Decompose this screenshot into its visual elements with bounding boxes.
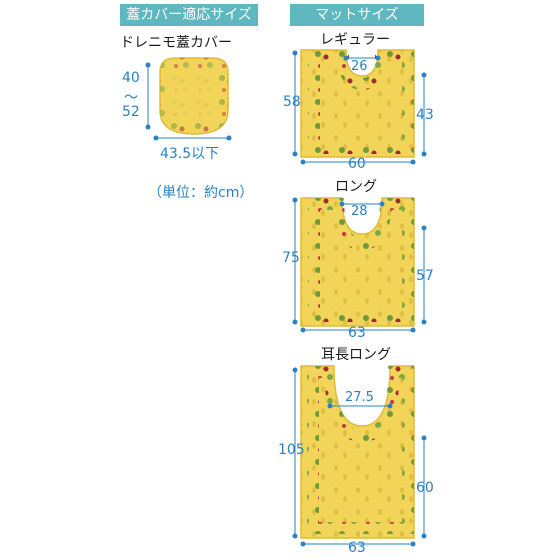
long-mat-illustration: [300, 197, 415, 327]
ear-long-mat-illustration: [300, 365, 415, 539]
regular-mat-illustration: [300, 49, 415, 158]
lid-cover-title: ドレニモ蓋カバー: [120, 35, 232, 51]
ear-long-mat-dimension-lines: [292, 367, 427, 547]
long-mat-dimension-lines: [292, 197, 427, 333]
ear-long-height: 105: [278, 442, 305, 458]
ear-long-inner-height: 60: [416, 480, 434, 496]
regular-cut-width: 26: [351, 59, 368, 74]
lid-cover-header: 蓋カバー適応サイズ: [120, 4, 258, 26]
regular-height: 58: [283, 94, 301, 110]
long-cut-width: 28: [351, 204, 368, 219]
long-width: 63: [348, 325, 366, 341]
ear-long-width: 63: [348, 540, 366, 556]
lid-height-min: 40: [122, 70, 140, 86]
lid-height-separator: ～: [124, 90, 138, 106]
lid-width: 43.5以下: [160, 146, 220, 162]
lid-height-max: 52: [122, 104, 140, 120]
lid-dimension-lines: [145, 62, 232, 141]
long-inner-height: 57: [416, 268, 434, 284]
mat-size-header: マットサイズ: [290, 4, 424, 26]
ear-long-mat-title: 耳長ロング: [321, 347, 391, 363]
regular-mat-title: レギュラー: [320, 32, 390, 48]
regular-width: 60: [348, 156, 366, 172]
lid-cover-illustration: [159, 57, 229, 135]
regular-mat-dimension-lines: [292, 50, 427, 165]
unit-note: （単位：約cm）: [148, 185, 254, 201]
long-mat-title: ロング: [335, 179, 377, 195]
ear-long-cut-width: 27.5: [345, 390, 374, 405]
regular-inner-height: 43: [416, 107, 434, 123]
long-height: 75: [282, 250, 300, 266]
